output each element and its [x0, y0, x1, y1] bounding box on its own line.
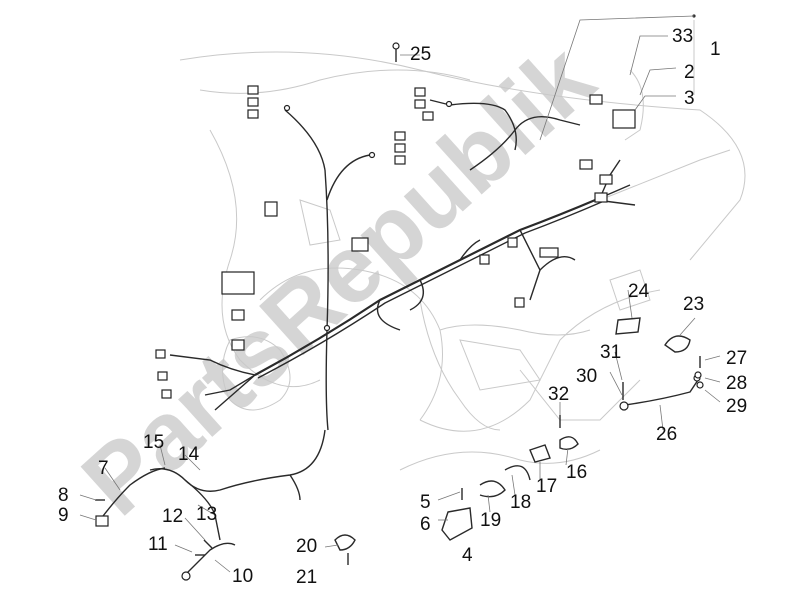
watermark: PartsRepublik — [62, 24, 614, 536]
callout-15: 15 — [143, 432, 164, 453]
callout-33: 33 — [672, 26, 693, 47]
callout-18: 18 — [510, 492, 531, 513]
callout-20: 20 — [296, 536, 317, 557]
callout-7: 7 — [98, 458, 109, 479]
small-parts — [95, 14, 704, 581]
callout-12: 12 — [162, 506, 183, 527]
callout-29: 29 — [726, 396, 747, 417]
leader-lines — [79, 15, 721, 573]
callout-28: 28 — [726, 373, 747, 394]
callout-11: 11 — [148, 534, 168, 555]
callout-10: 10 — [232, 566, 253, 587]
watermark-text: PartsRepublik — [62, 24, 614, 536]
callout-14: 14 — [178, 444, 200, 465]
callout-25: 25 — [410, 44, 431, 65]
callout-21: 21 — [296, 567, 317, 588]
callout-8: 8 — [58, 485, 69, 506]
connectors — [155, 85, 636, 399]
callout-9: 9 — [58, 505, 69, 526]
callout-26: 26 — [656, 424, 677, 445]
callout-labels: 1 2 3 33 4 5 6 7 8 9 10 11 12 13 14 15 1… — [58, 26, 747, 588]
callout-6: 6 — [420, 514, 431, 535]
callout-2: 2 — [684, 62, 695, 83]
callout-17: 17 — [536, 476, 557, 497]
callout-1: 1 — [710, 39, 721, 60]
callout-19: 19 — [480, 510, 501, 531]
callout-16: 16 — [566, 462, 587, 483]
callout-24: 24 — [628, 281, 650, 302]
callout-31: 31 — [600, 342, 621, 363]
callout-3: 3 — [684, 88, 695, 109]
main-harness — [149, 99, 636, 541]
callout-27: 27 — [726, 348, 747, 369]
callout-13: 13 — [196, 504, 217, 525]
callout-5: 5 — [420, 492, 431, 513]
callout-32: 32 — [548, 384, 569, 405]
callout-30: 30 — [576, 366, 597, 387]
callout-4: 4 — [462, 545, 473, 566]
callout-23: 23 — [683, 294, 704, 315]
frame-ghost-outline — [179, 51, 746, 471]
